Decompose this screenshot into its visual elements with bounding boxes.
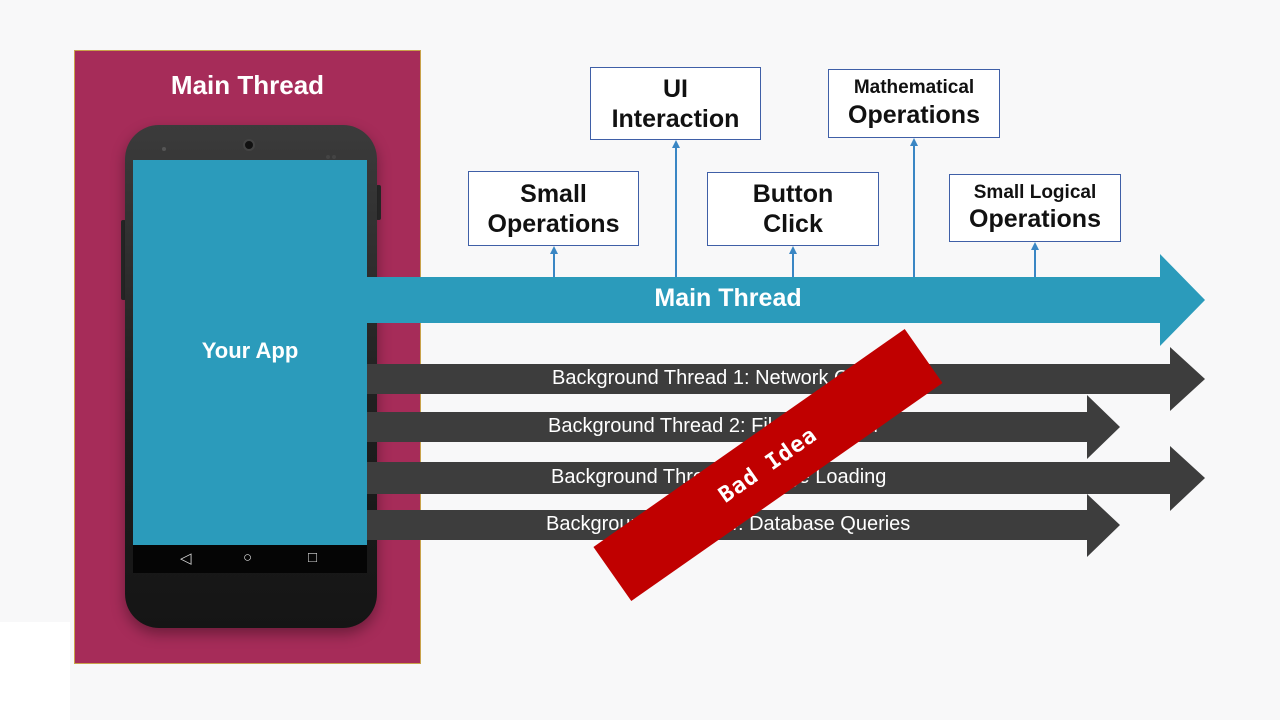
- connector-small-operations-arrowhead: [550, 246, 558, 254]
- panel-title: Main Thread: [74, 70, 421, 101]
- corner-patch: [0, 622, 70, 720]
- connector-mathematical-operations-arrowhead: [910, 138, 918, 146]
- operation-line-1: UI: [663, 74, 688, 104]
- connector-ui-interaction-arrowhead: [672, 140, 680, 148]
- back-icon: ◁: [180, 549, 192, 567]
- operation-line-2: Click: [763, 209, 823, 239]
- operation-line-2: Operations: [848, 100, 980, 130]
- operation-box-small-operations: Small Operations: [468, 171, 639, 246]
- connector-button-click-arrowhead: [789, 246, 797, 254]
- recents-icon: □: [308, 549, 317, 566]
- operation-box-ui-interaction: UI Interaction: [590, 67, 761, 140]
- operation-box-button-click: Button Click: [707, 172, 879, 246]
- operation-line-2: Interaction: [612, 104, 740, 134]
- phone-speaker: [162, 147, 166, 151]
- operation-line-2: Operations: [488, 209, 620, 239]
- operation-line-1: Small Logical: [974, 182, 1096, 205]
- operation-box-mathematical-operations: Mathematical Operations: [828, 69, 1000, 138]
- operation-line-1: Button: [753, 179, 834, 209]
- connector-small-logical-operations-arrowhead: [1031, 242, 1039, 250]
- main-thread-label: Main Thread: [370, 284, 1086, 313]
- front-camera-icon: [243, 139, 255, 151]
- app-screen-label: Your App: [133, 338, 367, 364]
- phone-sensors: [326, 146, 340, 150]
- home-icon: ○: [243, 549, 252, 566]
- operation-line-1: Mathematical: [854, 77, 974, 100]
- operation-box-small-logical-operations: Small Logical Operations: [949, 174, 1121, 242]
- operation-line-2: Operations: [969, 204, 1101, 234]
- operation-line-1: Small: [520, 179, 587, 209]
